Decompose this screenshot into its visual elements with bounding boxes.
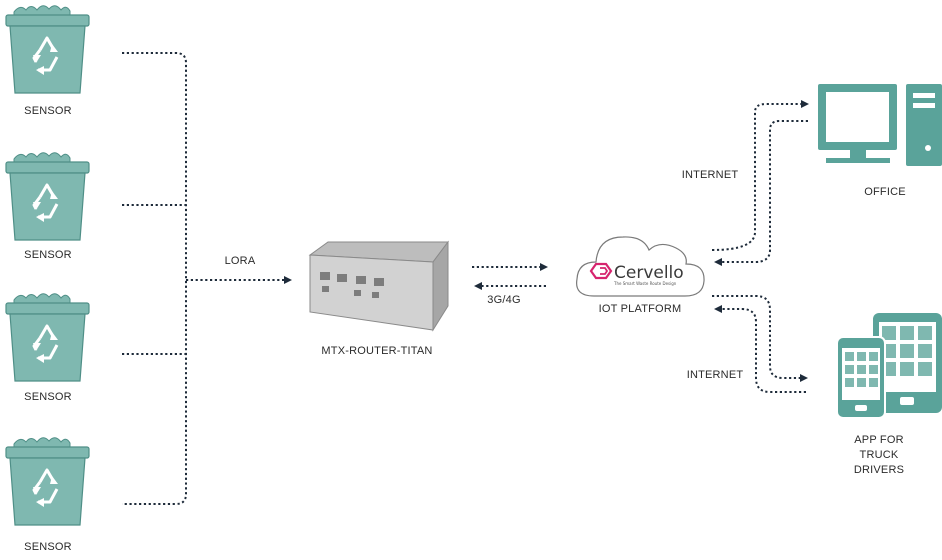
- sensor-label-4: SENSOR: [24, 541, 72, 553]
- router-label: MTX-ROUTER-TITAN: [321, 345, 433, 357]
- app-downlink-arrow: [714, 305, 806, 393]
- router-device: [308, 240, 449, 332]
- sensor-bin-3: [4, 292, 91, 383]
- app-uplink-arrow: [712, 295, 808, 382]
- office-downlink-arrow: [714, 120, 808, 266]
- sensor-label-2: SENSOR: [24, 249, 72, 261]
- mobile-devices-icon: [836, 313, 942, 419]
- internet-office-label: INTERNET: [681, 169, 739, 181]
- sensor-bin-1: [4, 4, 91, 95]
- cellular-label: 3G/4G: [487, 294, 521, 306]
- office-label: OFFICE: [864, 186, 906, 198]
- sensor-bus-lines: [122, 52, 187, 505]
- office-computer-icon: [818, 84, 942, 166]
- internet-app-label: INTERNET: [686, 369, 744, 381]
- cloud-icon: [576, 236, 705, 297]
- platform-tagline: The Smart Waste Route Design: [613, 281, 677, 286]
- lora-label: LORA: [224, 255, 256, 267]
- platform-label: IOT PLATFORM: [598, 303, 682, 315]
- cervello-logo-icon: [589, 262, 613, 280]
- app-label: APP FOR TRUCK DRIVERS: [853, 434, 905, 476]
- sensor-label-1: SENSOR: [24, 105, 72, 117]
- sensor-bin-4: [4, 436, 91, 527]
- sensor-bin-2: [4, 151, 91, 242]
- office-uplink-arrow: [711, 100, 809, 251]
- sensor-label-3: SENSOR: [24, 391, 72, 403]
- platform-brand-name: Cervello: [614, 263, 684, 283]
